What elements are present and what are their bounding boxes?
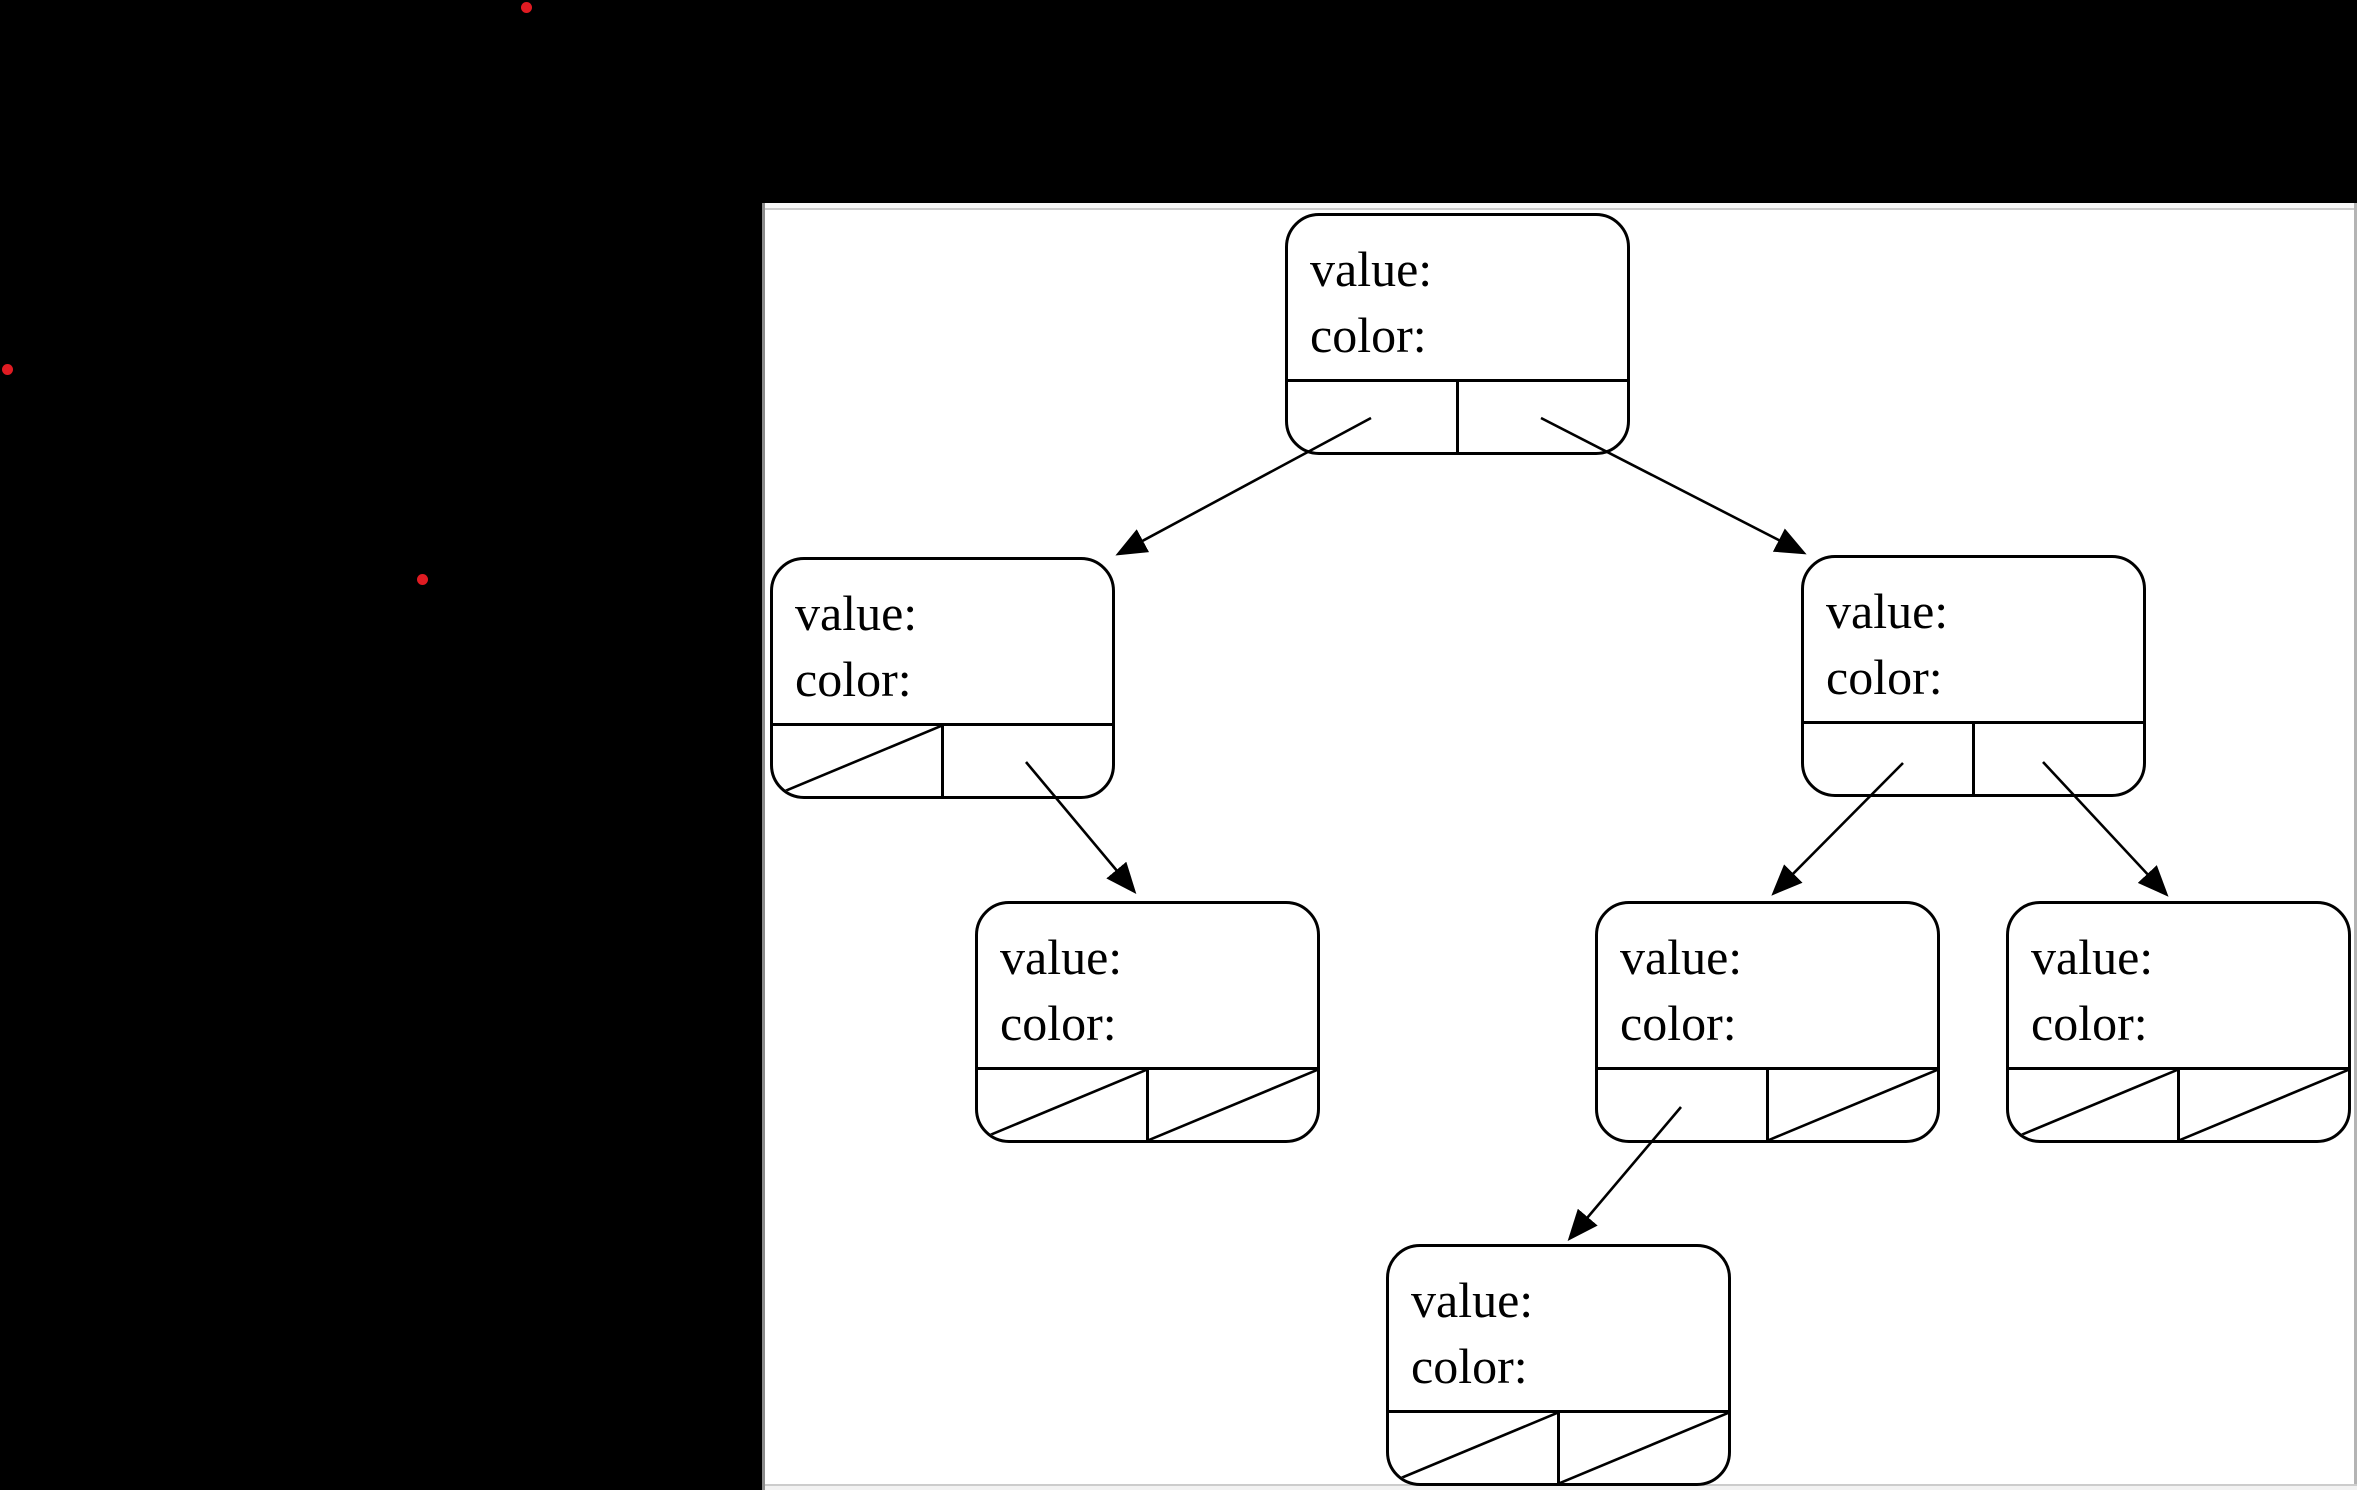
pointer-row [2009,1067,2348,1140]
value-label: value: [1000,929,1123,985]
panel-right-border [2354,203,2357,1490]
pointer-row [773,723,1112,796]
node-text: value: color: [2009,904,2348,1067]
laser-pointer-dot [1,363,13,375]
null-slash-icon [978,1070,1146,1140]
tree-node-left-right: value: color: [975,901,1320,1143]
right-pointer-cell [944,726,1112,796]
right-pointer-cell [1459,382,1627,452]
pointer-row [1804,721,2143,794]
value-label: value: [1310,241,1433,297]
null-slash-icon [1149,1070,1317,1140]
panel-top-strip [765,203,2357,210]
right-pointer-cell-null [1149,1070,1317,1140]
null-slash-icon [2180,1070,2348,1140]
laser-pointer-dot [520,1,532,13]
tree-node-right-left-left: value: color: [1386,1244,1731,1486]
node-text: value: color: [1288,216,1627,379]
tree-node-right-left: value: color: [1595,901,1940,1143]
pointer-row [1389,1410,1728,1483]
left-pointer-cell [1598,1070,1769,1140]
null-slash-icon [773,726,941,796]
null-slash-icon [2009,1070,2177,1140]
node-text: value: color: [1804,558,2143,721]
left-pointer-cell-null [978,1070,1149,1140]
left-pointer-cell-null [1389,1413,1560,1483]
left-pointer-cell-null [773,726,944,796]
null-slash-icon [1389,1413,1557,1483]
left-pointer-cell [1804,724,1975,794]
pointer-row [1288,379,1627,452]
right-pointer-cell-null [2180,1070,2348,1140]
left-pointer-cell-null [2009,1070,2180,1140]
node-text: value: color: [1598,904,1937,1067]
value-label: value: [1620,929,1743,985]
color-label: color: [1310,307,1427,363]
tree-node-right: value: color: [1801,555,2146,797]
color-label: color: [795,651,912,707]
right-pointer-cell-null [1769,1070,1937,1140]
value-label: value: [2031,929,2154,985]
right-pointer-cell [1975,724,2143,794]
value-label: value: [795,585,918,641]
tree-node-right-right: value: color: [2006,901,2351,1143]
node-text: value: color: [978,904,1317,1067]
pointer-row [978,1067,1317,1140]
tree-node-root: value: color: [1285,213,1630,455]
tree-node-left: value: color: [770,557,1115,799]
value-label: value: [1411,1272,1534,1328]
color-label: color: [2031,995,2148,1051]
laser-pointer-dot [416,573,428,585]
color-label: color: [1000,995,1117,1051]
diagram-panel: value: color: value: color: value: color… [762,203,2357,1490]
right-pointer-cell-null [1560,1413,1728,1483]
color-label: color: [1411,1338,1528,1394]
value-label: value: [1826,583,1949,639]
null-slash-icon [1769,1070,1937,1140]
left-pointer-cell [1288,382,1459,452]
node-text: value: color: [1389,1247,1728,1410]
color-label: color: [1620,995,1737,1051]
color-label: color: [1826,649,1943,705]
null-slash-icon [1560,1413,1728,1483]
node-text: value: color: [773,560,1112,723]
pointer-row [1598,1067,1937,1140]
